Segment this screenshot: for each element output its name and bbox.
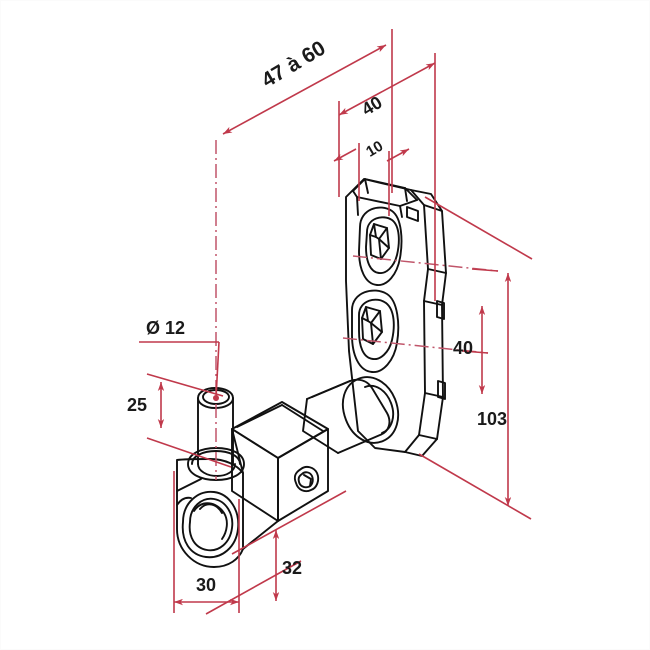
extline-25-bottom bbox=[146, 437, 232, 468]
extline-hole-bottom bbox=[461, 350, 489, 354]
dim-label-pin-diameter: Ø 12 bbox=[146, 318, 185, 338]
extline-32-top bbox=[231, 490, 347, 555]
dim-label-hole-spacing: 40 bbox=[453, 338, 473, 358]
dim-label-clamp-width: 30 bbox=[196, 575, 216, 595]
connecting-arm bbox=[302, 376, 399, 454]
dimline-slot-offset-b bbox=[386, 148, 410, 162]
leader-pin-diameter-slant bbox=[213, 341, 220, 401]
clamp-head bbox=[176, 428, 279, 568]
dimline-plate-width bbox=[338, 62, 436, 116]
dimline-reach bbox=[222, 44, 387, 135]
extline-25-top bbox=[146, 373, 224, 397]
dim-label-plate-height: 103 bbox=[477, 409, 507, 429]
extline-103-top bbox=[424, 196, 533, 260]
pivot-pin bbox=[187, 387, 245, 481]
dim-label-pin-height: 25 bbox=[127, 395, 147, 415]
extline-hole-top bbox=[471, 268, 499, 272]
wall-plate bbox=[345, 178, 447, 457]
extline-103-bottom bbox=[418, 453, 532, 520]
dim-label-body-height: 32 bbox=[282, 558, 302, 578]
dim-label-reach: 47 à 60 bbox=[258, 37, 330, 93]
dimension-lines bbox=[139, 29, 533, 615]
extline-32-bottom bbox=[205, 560, 302, 615]
dim-label-slot-offset: 10 bbox=[363, 138, 386, 161]
clamp-block bbox=[231, 401, 329, 522]
part-geometry bbox=[176, 178, 447, 568]
dimline-slot-offset-a bbox=[333, 148, 357, 162]
dim-label-plate-width: 40 bbox=[358, 92, 385, 119]
